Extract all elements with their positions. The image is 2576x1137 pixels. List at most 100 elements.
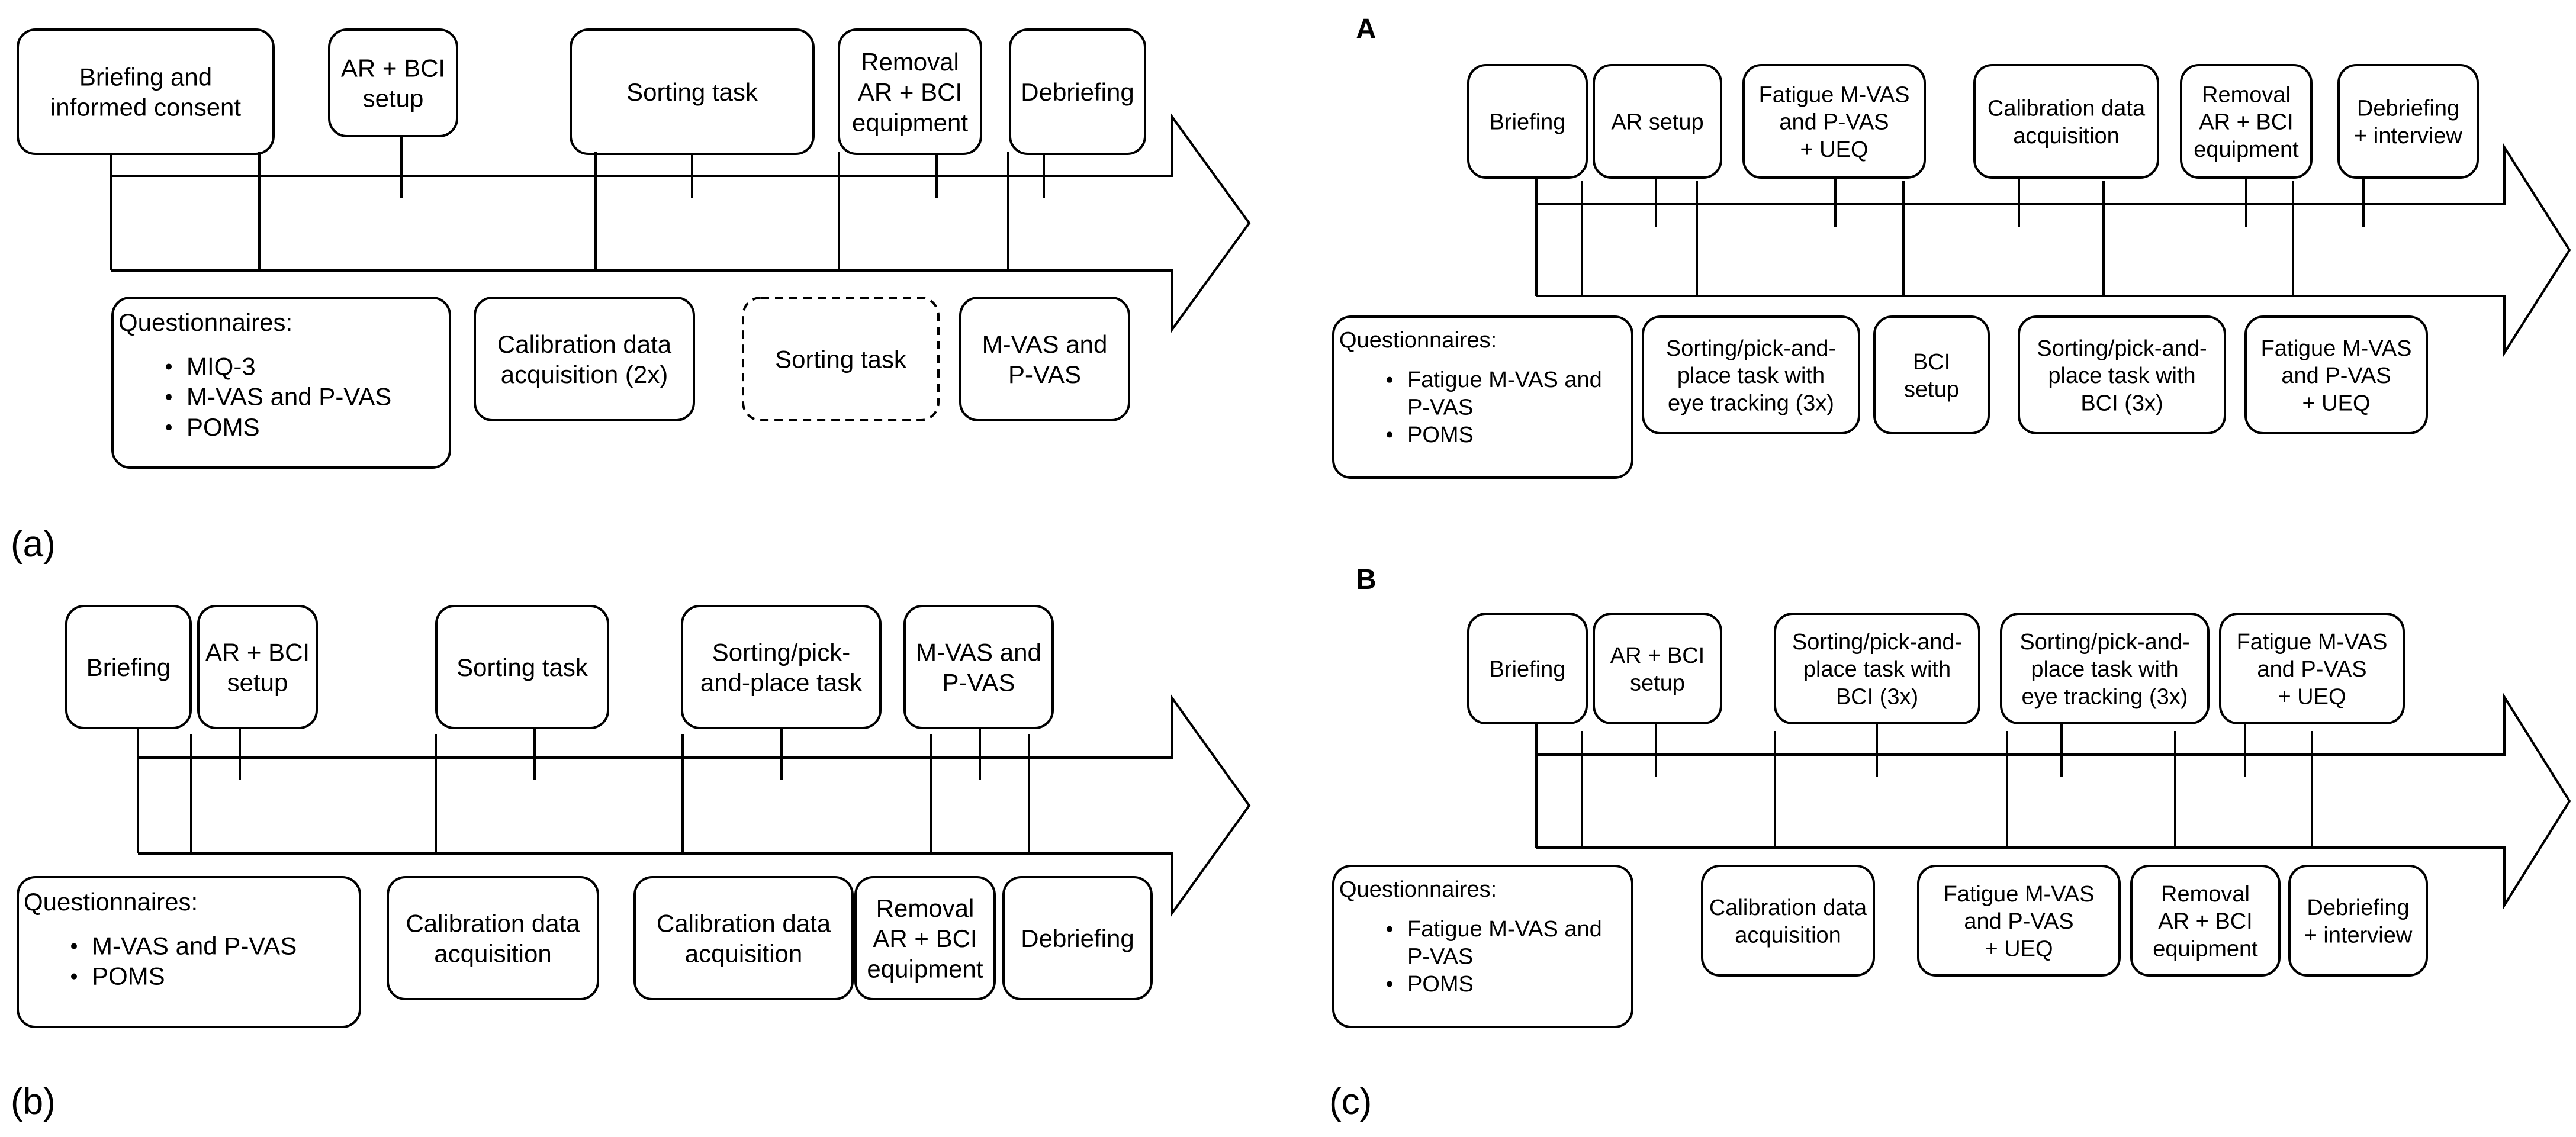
bullet-dot	[1387, 431, 1392, 438]
step-label-line: equipment	[2194, 137, 2299, 162]
step-box-frame	[2244, 315, 2428, 434]
step-box-frame	[197, 605, 318, 729]
step-label-line: P-VAS	[1008, 360, 1081, 388]
step-label-line: place task with	[2031, 657, 2178, 682]
step-box-frame	[742, 297, 940, 421]
step-label-line: + UEQ	[2278, 685, 2346, 710]
step-label-line: AR setup	[1611, 110, 1703, 135]
step-box-frame	[1917, 865, 2121, 977]
bullet-dot	[1387, 981, 1392, 987]
step-label-line: Fatigue M-VAS	[2237, 630, 2388, 655]
step-label-line: + UEQ	[1985, 937, 2053, 962]
step-label-line: P-VAS	[943, 669, 1015, 697]
step-label-line: Fatigue M-VAS	[2261, 336, 2412, 361]
step-box-frame	[2219, 613, 2405, 724]
step-box-frame	[854, 876, 996, 1000]
step-label-line: acquisition	[2013, 124, 2120, 149]
step-box-ar-setup: AR setup	[1593, 64, 1722, 227]
step-box-briefing: Briefing	[65, 605, 192, 780]
step-label-line: AR + BCI	[2199, 110, 2293, 135]
step-box-frame	[1332, 315, 1633, 479]
bullet-dot	[71, 973, 77, 980]
step-label-line: place task with	[1677, 363, 1825, 388]
step-label-line: BCI	[1913, 350, 1950, 375]
step-label-line: Removal	[2202, 82, 2291, 107]
step-box-frame	[1701, 865, 1875, 977]
step-label-line: AR + BCI	[205, 639, 310, 666]
step-box-frame	[474, 297, 695, 421]
bullet-dot	[166, 363, 172, 370]
bullet-dot	[1387, 926, 1392, 932]
step-label-line: Calibration data	[1709, 896, 1867, 920]
step-label-line: Sorting/pick-and-	[1666, 336, 1836, 361]
step-box-frame	[1467, 64, 1588, 179]
panel-heading: A	[1356, 14, 1377, 45]
step-box-debriefing-interview: Debriefing + interview	[2337, 64, 2479, 227]
questionnaire-item: M-VAS and P-VAS	[92, 932, 297, 959]
step-box-frame	[17, 28, 275, 155]
step-label-line: informed consent	[50, 94, 242, 121]
step-label-line: acquisition	[434, 940, 551, 968]
panel-caption: (a)	[11, 524, 56, 565]
step-label-line: Debriefing	[2307, 896, 2409, 920]
step-label-line: Sorting task	[775, 346, 907, 373]
step-box-briefing: Briefing	[1467, 64, 1588, 227]
questionnaire-title: Questionnaires:	[1339, 328, 1497, 353]
step-label-line: Sorting/pick-and-	[2037, 336, 2207, 361]
timeline-arrow	[1536, 692, 2571, 910]
step-label-line: acquisition	[685, 940, 802, 968]
step-label-line: BCI (3x)	[1836, 685, 1918, 710]
step-label-line: setup	[227, 669, 288, 697]
timeline-arrow	[138, 694, 1251, 917]
step-label-line: Debriefing	[2357, 96, 2459, 121]
step-label-line: AR + BCI	[858, 78, 962, 106]
step-label-line: Briefing	[1490, 657, 1566, 682]
step-label-line: Sorting task	[456, 653, 588, 681]
step-box-sorting-task: Sorting task	[570, 28, 815, 198]
step-box-frame	[903, 605, 1054, 729]
step-box-debriefing: Debriefing	[1009, 28, 1146, 198]
step-label-line: and-place task	[700, 669, 863, 697]
step-box-frame	[1593, 613, 1722, 724]
step-box-debriefing: Debriefing	[1002, 734, 1153, 1000]
step-label-line: + interview	[2354, 124, 2462, 149]
step-box-briefing: Briefing	[1467, 613, 1588, 777]
step-box-sorting-task: Sorting task	[435, 605, 609, 780]
step-box-frame	[2337, 64, 2479, 179]
step-label-line: AR + BCI	[873, 925, 977, 952]
step-label-line: Removal	[861, 48, 959, 76]
questionnaire-title: Questionnaires:	[1339, 877, 1497, 902]
step-box-frame	[1642, 315, 1860, 434]
step-box-frame	[17, 876, 361, 1028]
bullet-dot	[166, 424, 172, 430]
step-box-frame	[328, 28, 458, 137]
step-box-frame	[1332, 865, 1633, 1028]
questionnaire-item: POMS	[1407, 972, 1474, 997]
questionnaire-item: MIQ-3	[186, 352, 256, 380]
step-label-line: M-VAS and	[916, 639, 1041, 666]
step-label-line: Removal	[876, 894, 975, 922]
bullet-dot	[71, 943, 77, 949]
step-box-frame	[681, 605, 882, 729]
step-box-frame	[1002, 876, 1153, 1000]
step-label-line: Sorting/pick-	[712, 639, 850, 666]
step-box-frame	[1873, 315, 1990, 434]
step-label-line: Fatigue M-VAS	[1759, 82, 1910, 107]
